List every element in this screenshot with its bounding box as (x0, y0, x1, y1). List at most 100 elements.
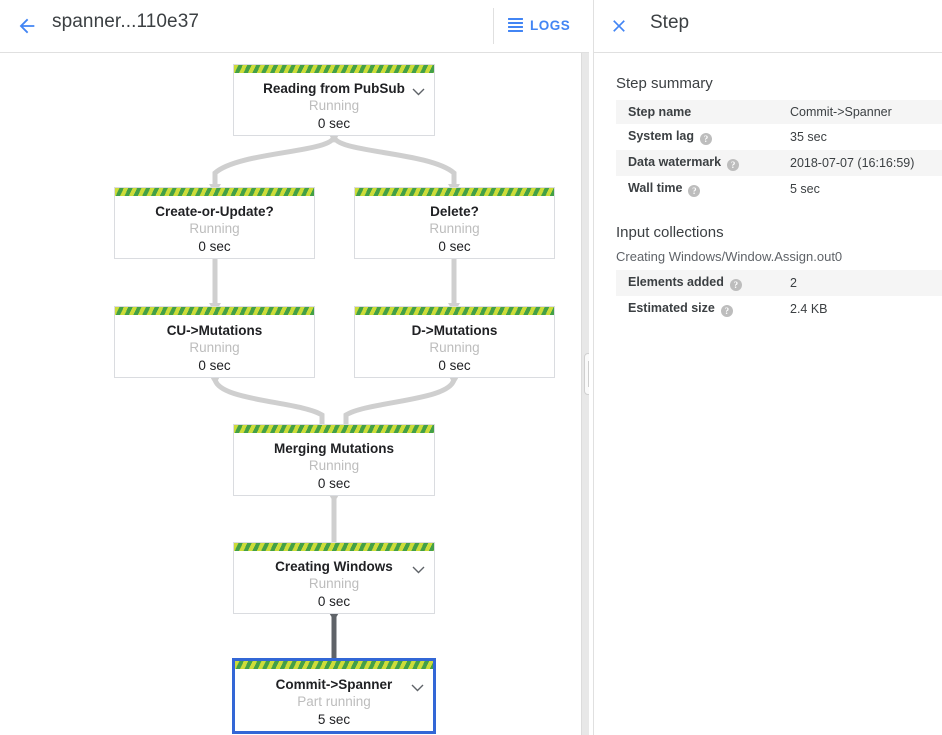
node-status-stripe (234, 425, 434, 433)
row-value: 2018-07-07 (16:16:59) (790, 156, 915, 170)
help-icon[interactable]: ? (729, 279, 742, 291)
row-value: 2 (790, 276, 797, 290)
node-status: Running (308, 458, 360, 473)
node-elapsed-time: 5 sec (317, 712, 351, 727)
table-row: Elements added?2 (616, 270, 942, 296)
help-icon[interactable]: ? (700, 133, 713, 145)
row-key: Elements added? (616, 270, 790, 296)
node-title: Reading from PubSub (263, 81, 405, 96)
row-value: Commit->Spanner (790, 105, 892, 119)
node-title: Delete? (430, 204, 479, 219)
node-status: Running (189, 221, 240, 236)
node-status-stripe (115, 188, 314, 196)
node-status: Running (429, 340, 480, 355)
row-key-label: Data watermark (628, 155, 722, 169)
pane-splitter[interactable] (581, 53, 589, 735)
page-title: spanner...110e37 (52, 11, 200, 32)
row-key-label: Step name (628, 105, 692, 119)
back-button[interactable] (12, 11, 42, 41)
row-key-label: Elements added (628, 275, 724, 289)
node-status: Running (429, 221, 480, 236)
node-title: Merging Mutations (274, 441, 394, 456)
node-status-stripe (355, 307, 554, 315)
help-icon[interactable]: ? (688, 185, 701, 197)
graph-node-delete[interactable]: Delete? Running 0 sec (354, 187, 555, 259)
graph-node-create-or-update[interactable]: Create-or-Update? Running 0 sec (114, 187, 315, 259)
help-icon[interactable]: ? (720, 305, 733, 317)
table-row: Wall time?5 sec (616, 176, 942, 202)
node-status-stripe (235, 661, 433, 669)
table-row: Estimated size?2.4 KB (616, 296, 942, 322)
node-title: CU->Mutations (166, 323, 263, 338)
node-status: Running (308, 576, 360, 591)
row-key: Estimated size? (616, 296, 790, 322)
close-button[interactable] (606, 13, 632, 39)
row-key-label: System lag (628, 129, 695, 143)
step-details-pane: Step Step summary Step name Commit->Spann… (594, 0, 942, 735)
job-graph-pane: spanner...110e37 LOGS (0, 0, 589, 735)
node-elapsed-time: 0 sec (438, 239, 471, 254)
row-value: 35 sec (790, 130, 827, 144)
node-title: D->Mutations (411, 323, 498, 338)
node-status-stripe (234, 65, 434, 73)
node-status-stripe (115, 307, 314, 315)
node-elapsed-time: 0 sec (317, 594, 351, 609)
step-panel-header: Step (594, 0, 942, 53)
row-key-label: Wall time (628, 181, 683, 195)
node-body: Create-or-Update? Running 0 sec (115, 196, 314, 256)
chevron-down-icon[interactable] (411, 679, 424, 692)
arrow-left-icon (19, 18, 35, 34)
node-status: Running (189, 340, 240, 355)
table-row: System lag?35 sec (616, 124, 942, 150)
node-status-stripe (355, 188, 554, 196)
node-title: Create-or-Update? (155, 204, 274, 219)
row-key: Data watermark? (616, 150, 790, 176)
graph-edges (209, 133, 460, 661)
row-key: Wall time? (616, 176, 790, 202)
pane-divider (593, 0, 594, 735)
node-title: Commit->Spanner (275, 677, 393, 692)
node-elapsed-time: 0 sec (438, 358, 471, 373)
row-key: Step name (616, 100, 790, 124)
logs-button[interactable]: LOGS (508, 12, 570, 38)
panel-resize-handle[interactable] (584, 353, 589, 395)
input-collection-name: Creating Windows/Window.Assign.out0 (616, 249, 843, 264)
chevron-down-icon[interactable] (412, 83, 425, 96)
logs-button-label: LOGS (530, 17, 571, 33)
node-elapsed-time: 0 sec (198, 239, 231, 254)
top-toolbar: spanner...110e37 LOGS (0, 0, 589, 53)
node-elapsed-time: 0 sec (317, 116, 351, 131)
node-status-stripe (234, 543, 434, 551)
row-key: System lag? (616, 124, 790, 150)
node-title: Creating Windows (275, 559, 393, 574)
chevron-down-icon[interactable] (412, 561, 425, 574)
toolbar-divider (493, 8, 494, 44)
step-panel-title: Step (650, 12, 690, 33)
close-icon (613, 20, 625, 32)
node-elapsed-time: 0 sec (198, 358, 231, 373)
node-body: Delete? Running 0 sec (355, 196, 554, 256)
row-value: 2.4 KB (790, 302, 828, 316)
logs-lines-icon (508, 18, 523, 32)
step-summary-heading: Step summary (616, 75, 713, 92)
row-value: 5 sec (790, 182, 820, 196)
node-elapsed-time: 0 sec (317, 476, 351, 491)
table-row: Step name Commit->Spanner (616, 100, 942, 124)
help-icon[interactable]: ? (727, 159, 740, 171)
node-status: Part running (297, 694, 371, 709)
input-collections-heading: Input collections (616, 224, 724, 241)
row-key-label: Estimated size (628, 301, 715, 315)
